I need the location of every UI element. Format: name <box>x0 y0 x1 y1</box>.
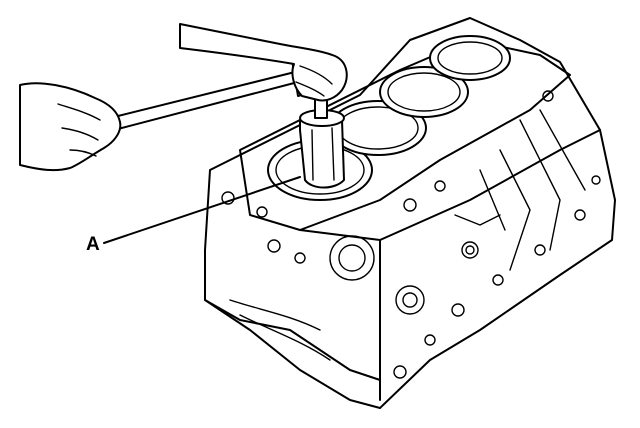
cylinder-bore-3 <box>379 66 469 118</box>
block-ribs <box>454 109 586 271</box>
cylinder-bore-4 <box>429 35 511 81</box>
cylinder-bores <box>267 35 511 201</box>
bolt-holes <box>221 90 601 379</box>
hammer <box>109 55 313 131</box>
callout-a-leader <box>103 176 301 244</box>
sleeve-tool <box>299 91 345 189</box>
hands <box>19 23 348 172</box>
callout-a-label: A <box>86 234 100 255</box>
